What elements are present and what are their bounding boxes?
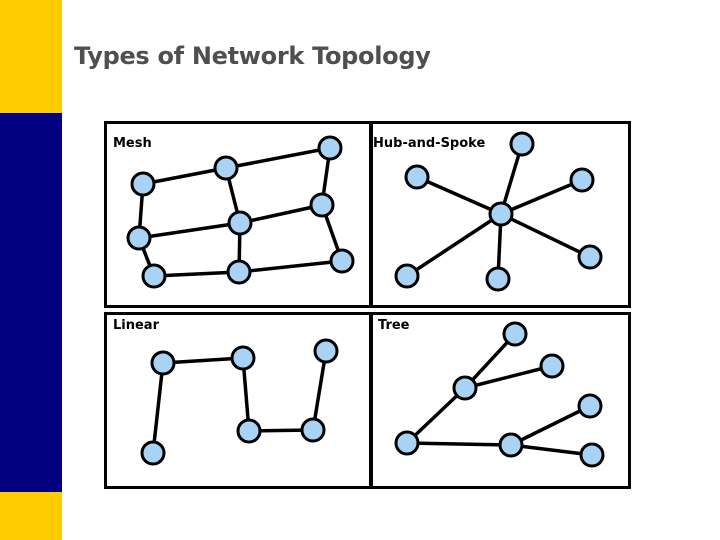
sidebar-yellow-top-block bbox=[0, 0, 62, 113]
network-link bbox=[499, 178, 584, 216]
network-node bbox=[452, 375, 478, 401]
mesh-topology-diagram bbox=[126, 135, 355, 289]
network-node bbox=[130, 171, 156, 197]
tree-topology-panel: Tree bbox=[370, 312, 631, 489]
sidebar-yellow-bottom-block bbox=[0, 492, 62, 540]
network-node bbox=[329, 248, 355, 274]
network-link bbox=[311, 349, 328, 432]
network-node bbox=[509, 131, 535, 157]
network-link bbox=[238, 203, 324, 225]
network-node bbox=[502, 321, 528, 347]
hub-and-spoke-topology-panel: Hub-and-Spoke bbox=[370, 121, 631, 308]
network-node bbox=[313, 338, 339, 364]
linear-topology-diagram bbox=[140, 338, 339, 466]
network-node bbox=[236, 418, 262, 444]
hub-and-spoke-topology-diagram bbox=[394, 131, 603, 292]
network-node bbox=[126, 225, 152, 251]
network-node bbox=[140, 440, 166, 466]
network-node bbox=[213, 155, 239, 181]
mesh-topology-panel: Mesh bbox=[104, 121, 372, 308]
hub-and-spoke-panel-label: Hub-and-Spoke bbox=[373, 136, 486, 151]
slide-title: Types of Network Topology bbox=[74, 42, 431, 70]
network-node bbox=[300, 417, 326, 443]
network-link bbox=[509, 404, 592, 447]
network-node bbox=[230, 345, 256, 371]
network-node bbox=[394, 263, 420, 289]
linear-topology-panel: Linear bbox=[104, 312, 372, 489]
network-link bbox=[161, 356, 245, 365]
tree-topology-diagram bbox=[394, 321, 605, 468]
network-link bbox=[405, 441, 513, 447]
network-node bbox=[485, 266, 511, 292]
sidebar-navy-block bbox=[0, 113, 62, 492]
network-node bbox=[227, 210, 253, 236]
network-node bbox=[579, 442, 605, 468]
network-node bbox=[569, 167, 595, 193]
network-node bbox=[498, 432, 524, 458]
network-link bbox=[137, 221, 242, 240]
network-link bbox=[499, 212, 592, 259]
network-link bbox=[224, 146, 332, 170]
network-node bbox=[577, 244, 603, 270]
network-link bbox=[405, 386, 467, 445]
linear-panel-label: Linear bbox=[113, 318, 159, 333]
tree-panel-label: Tree bbox=[378, 318, 410, 333]
network-node bbox=[488, 201, 514, 227]
network-link bbox=[151, 361, 165, 455]
network-node bbox=[404, 164, 430, 190]
network-link bbox=[141, 166, 228, 186]
mesh-panel-label: Mesh bbox=[113, 136, 152, 151]
network-link bbox=[415, 175, 503, 216]
network-node bbox=[577, 393, 603, 419]
network-link bbox=[463, 364, 554, 390]
network-node bbox=[150, 350, 176, 376]
network-node bbox=[539, 353, 565, 379]
network-node bbox=[309, 192, 335, 218]
network-node bbox=[317, 135, 343, 161]
network-node bbox=[394, 430, 420, 456]
network-node bbox=[141, 263, 167, 289]
network-link bbox=[509, 443, 594, 457]
network-node bbox=[226, 259, 252, 285]
network-link bbox=[237, 259, 344, 274]
network-link bbox=[405, 212, 503, 278]
network-link bbox=[152, 270, 241, 278]
